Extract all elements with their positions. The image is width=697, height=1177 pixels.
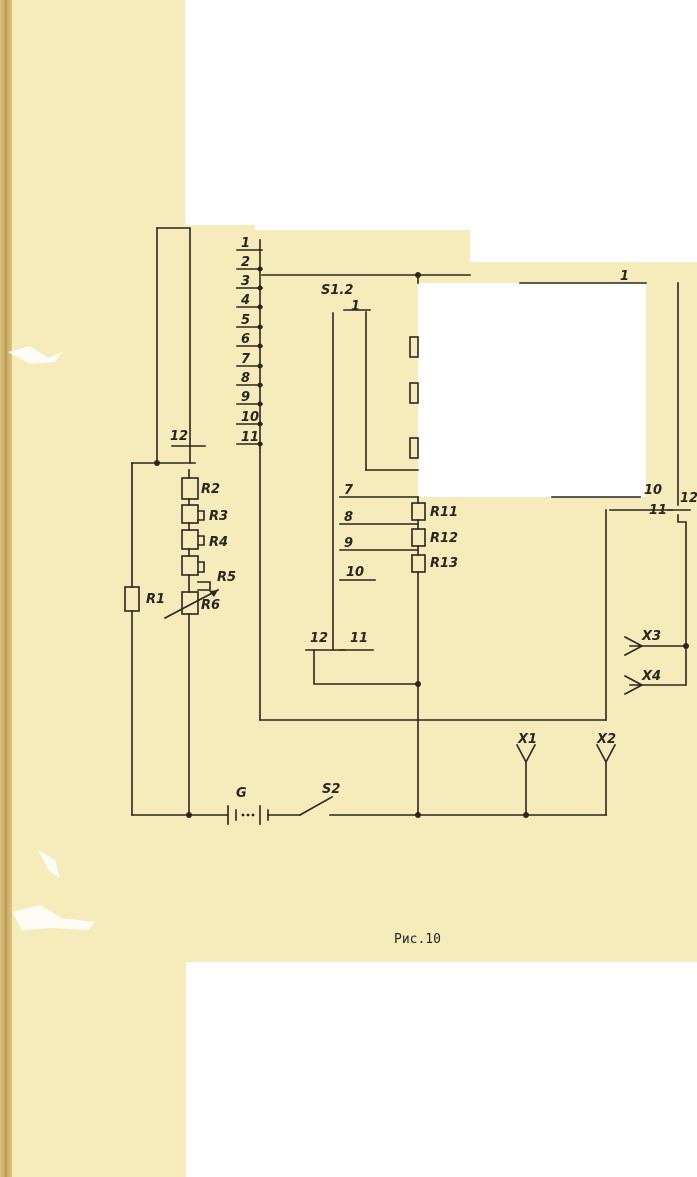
svg-text:10: 10 bbox=[346, 565, 364, 580]
resistor-r3 bbox=[181, 504, 199, 524]
svg-text:R11: R11 bbox=[430, 505, 458, 520]
resistor-r6 bbox=[181, 591, 199, 615]
svg-text:S1.2: S1.2 bbox=[321, 283, 353, 298]
svg-text:1: 1 bbox=[241, 236, 250, 251]
figure-caption: Рис.10 bbox=[394, 932, 441, 947]
svg-text:10: 10 bbox=[644, 483, 662, 498]
svg-text:11: 11 bbox=[350, 631, 368, 646]
switch-s2-blade bbox=[298, 795, 334, 817]
svg-text:R1: R1 bbox=[146, 592, 165, 607]
switch-s12-labels: S1.2 1 7 8 9 10 12 11 bbox=[310, 283, 368, 646]
switch-s11-contact-labels: 1 2 3 4 5 6 7 8 9 10 11 12 bbox=[170, 236, 259, 445]
svg-text:11: 11 bbox=[241, 430, 259, 445]
svg-text:12: 12 bbox=[170, 429, 188, 444]
svg-text:R5: R5 bbox=[217, 570, 236, 585]
svg-text:R2: R2 bbox=[201, 482, 220, 497]
resistor-r5 bbox=[181, 555, 199, 576]
svg-text:10: 10 bbox=[241, 410, 259, 425]
svg-text:1: 1 bbox=[620, 269, 629, 284]
resistor-r12 bbox=[411, 528, 426, 547]
svg-text:R12: R12 bbox=[430, 531, 458, 546]
svg-text:4: 4 bbox=[240, 293, 250, 308]
battery-symbol bbox=[227, 805, 269, 825]
svg-text:R4: R4 bbox=[209, 535, 228, 550]
svg-text:6: 6 bbox=[241, 332, 250, 347]
resistor-r2 bbox=[181, 477, 199, 500]
svg-text:R6: R6 bbox=[201, 598, 220, 613]
svg-text:1: 1 bbox=[351, 299, 360, 314]
resistor-r11 bbox=[411, 502, 426, 521]
svg-text:5: 5 bbox=[241, 313, 250, 328]
terminal-x2-label: X2 bbox=[596, 732, 616, 747]
junction-dots bbox=[154, 266, 689, 818]
svg-text:8: 8 bbox=[241, 371, 250, 386]
resistor-r1 bbox=[124, 586, 140, 612]
blank-area-middle bbox=[418, 283, 646, 497]
terminal-x3-symbol bbox=[623, 635, 644, 657]
svg-text:3: 3 bbox=[241, 274, 250, 289]
terminal-x1-label: X1 bbox=[517, 732, 537, 747]
svg-text:7: 7 bbox=[241, 352, 251, 367]
switch-s13-labels: 1 10 11 12 bbox=[620, 269, 697, 518]
terminal-x2-symbol bbox=[595, 743, 617, 764]
resistor-r13 bbox=[411, 554, 426, 573]
svg-text:7: 7 bbox=[344, 483, 354, 498]
terminal-x1-symbol bbox=[515, 743, 537, 764]
terminal-x3-label: X3 bbox=[641, 629, 661, 644]
svg-text:9: 9 bbox=[241, 390, 250, 405]
svg-text:R3: R3 bbox=[209, 509, 228, 524]
svg-text:11: 11 bbox=[649, 503, 667, 518]
battery-label: G bbox=[236, 786, 247, 801]
svg-text:12: 12 bbox=[680, 491, 697, 506]
resistor-r4 bbox=[181, 529, 199, 550]
svg-text:R13: R13 bbox=[430, 556, 458, 571]
svg-text:9: 9 bbox=[344, 536, 353, 551]
blank-area-bottom bbox=[186, 962, 697, 1177]
resistor-labels: R1 R2 R3 R4 R5 R6 R11 R12 R13 bbox=[146, 482, 458, 613]
terminal-x4-symbol bbox=[623, 674, 644, 696]
terminal-x4-label: X4 bbox=[641, 669, 661, 684]
svg-text:8: 8 bbox=[344, 510, 353, 525]
paper-tear-marks bbox=[8, 346, 95, 930]
svg-text:2: 2 bbox=[241, 255, 250, 270]
svg-text:12: 12 bbox=[310, 631, 328, 646]
switch-s2-label: S2 bbox=[322, 782, 340, 797]
blank-area-top bbox=[185, 0, 697, 262]
